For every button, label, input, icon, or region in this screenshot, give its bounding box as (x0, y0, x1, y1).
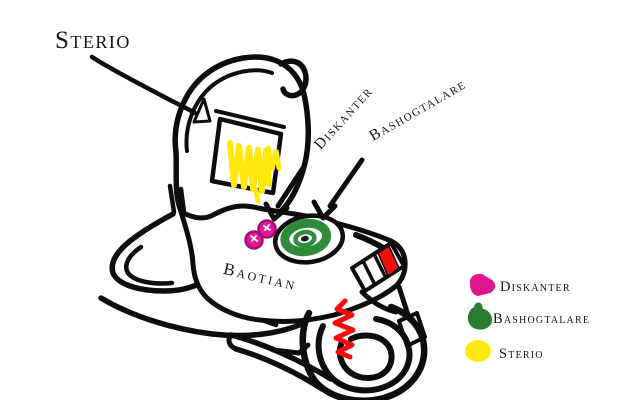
legend-swatch-bashogtalare (467, 302, 493, 330)
lid-inner-line (184, 68, 274, 153)
bass-speaker (272, 213, 346, 265)
speaker-center-dot (300, 235, 309, 242)
tweeter-left-highlight (250, 235, 258, 242)
floorboard-bottom-line (233, 346, 325, 392)
stereo-screen-top-line (214, 109, 286, 129)
callout-sterio-label: Sterio (55, 27, 131, 54)
dashboard-panel: Baotian (178, 203, 408, 324)
lid-outer-outline (172, 54, 312, 217)
speaker-inner-ring (293, 229, 317, 248)
diskanter-leader-line (275, 165, 306, 209)
legend-label-sterio: Sterio (499, 346, 544, 362)
lid-left-edge (173, 149, 184, 214)
front-wheel (299, 303, 428, 400)
panel-face (178, 203, 408, 324)
legend-row-diskanter: Diskanter (469, 273, 571, 296)
tweeter-left (244, 230, 264, 250)
wheel-outer-arc (299, 303, 428, 400)
legend-swatch-diskanter (469, 273, 496, 296)
bashogtalare-leader-line (327, 157, 365, 209)
tweeters (244, 219, 277, 250)
wheel-mid-arc (315, 316, 413, 394)
bashogtalare-arrowhead-icon (311, 199, 338, 221)
red-zigzag-spring (332, 298, 356, 360)
tweeter-right-highlight (263, 224, 271, 231)
legend-label-bashogtalare: Bashogtalare (493, 311, 590, 327)
legend-row-sterio: Sterio (465, 340, 544, 362)
wheel-hub-arc (336, 332, 395, 381)
lid-hinge-lines (167, 183, 187, 215)
lid-latch-hook (278, 58, 309, 99)
open-lid (167, 54, 312, 217)
callout-bashogtalare: Bashogtalare (311, 76, 469, 221)
callout-diskanter: Diskanter (263, 83, 377, 222)
callout-diskanter-label: Diskanter (311, 83, 377, 153)
callout-bashogtalare-label: Bashogtalare (366, 76, 469, 145)
arm-inner-hook (124, 244, 175, 286)
stereo-yellow-scribble-2 (253, 145, 282, 204)
legend-swatch-sterio (465, 340, 491, 362)
legend-label-diskanter: Diskanter (500, 279, 571, 295)
arm-outer-hook (109, 211, 202, 294)
diskanter-arrowhead-icon (263, 201, 290, 222)
tail-light-red (377, 245, 400, 277)
tail-stripe-lines (361, 252, 387, 285)
floorboard (226, 332, 334, 392)
legend: Diskanter Bashogtalare Sterio (465, 273, 590, 362)
floorboard-dash-mark (270, 342, 311, 356)
stereo-yellow-scribble (227, 140, 272, 194)
legend-row-bashogtalare: Bashogtalare (467, 302, 590, 330)
floorboard-end-cap (226, 332, 239, 352)
sterio-arrowhead-icon (192, 97, 212, 124)
speaker-outer-ring (280, 218, 332, 257)
sterio-leader-line (89, 54, 198, 116)
